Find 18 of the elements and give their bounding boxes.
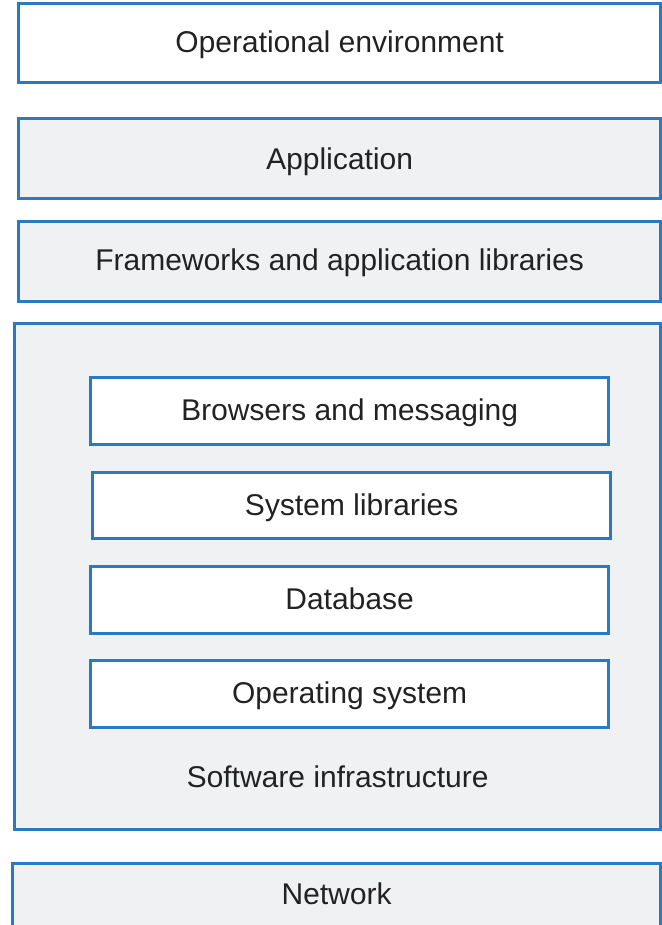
- layer-box: [91, 471, 612, 540]
- layer-box: [89, 376, 610, 446]
- layer-box: [89, 659, 610, 729]
- group-box: [13, 322, 662, 831]
- layer-box: [17, 2, 662, 84]
- layer-label: Browsers and messaging: [181, 393, 518, 429]
- layer-label: Database: [285, 582, 414, 618]
- group-label: Software infrastructure: [186, 760, 488, 796]
- layer-box: [17, 220, 662, 303]
- layer-box: [11, 862, 662, 925]
- layer-label: Application: [266, 142, 413, 178]
- layer-label: Operating system: [232, 676, 468, 712]
- layer-label: Operational environment: [175, 25, 504, 61]
- layer-label: Frameworks and application libraries: [95, 243, 584, 279]
- layer-label: System libraries: [244, 488, 458, 524]
- layer-label: Network: [281, 877, 392, 913]
- layer-box: [17, 117, 662, 200]
- layer-box: [89, 565, 610, 635]
